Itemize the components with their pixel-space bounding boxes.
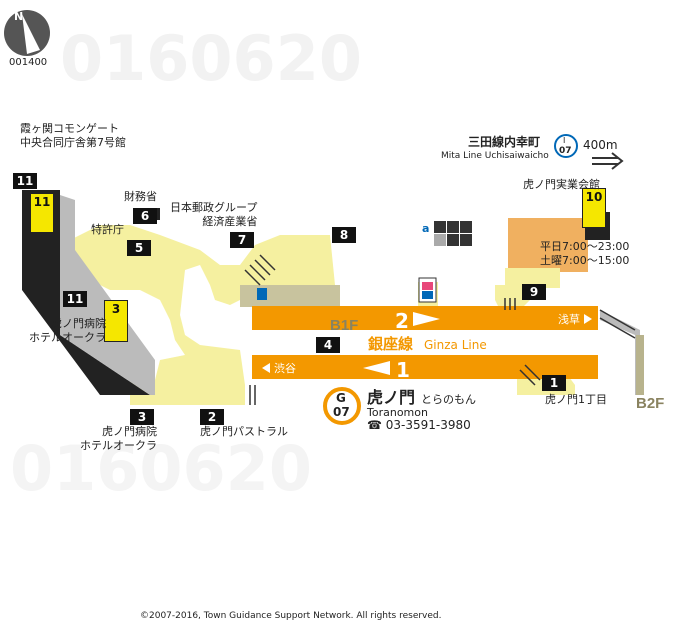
exit-11-elevator-icon: 11 <box>30 193 54 233</box>
exit-3: 3 <box>130 409 154 425</box>
exit-3-label: 虎ノ門病院 ホテルオークラ <box>80 425 157 452</box>
track-1-arrow-icon <box>363 361 390 375</box>
svg-text:G: G <box>336 391 346 405</box>
watermark-text-2: 0160620 <box>10 432 312 505</box>
b2-pillar <box>636 335 644 395</box>
transfer-name-en: Mita Line Uchisaiwaicho <box>441 151 549 161</box>
exit-3-elevator-label: 虎ノ門病院 ホテルオークラ <box>29 317 106 344</box>
exit-2-label: 虎ノ門パストラル <box>200 425 288 438</box>
floor-b2: B2F <box>636 395 664 412</box>
svg-text:I: I <box>563 136 565 145</box>
station-phone: ☎ 03-3591-3980 <box>367 418 471 432</box>
svg-text:a: a <box>422 222 429 235</box>
mita-code-icon: I 07 <box>554 134 578 158</box>
station-name-kana: とらのもん <box>421 393 476 406</box>
transfer-distance: 400m <box>583 138 618 152</box>
watermark-text: 0160620 <box>60 22 362 95</box>
stairs-hatch <box>244 254 636 405</box>
track-2-direction: 浅草 <box>558 313 580 326</box>
svg-text:N: N <box>14 10 23 23</box>
track-1-direction: 渋谷 <box>274 362 296 375</box>
track-1-number: 1 <box>396 358 410 382</box>
station-name-ja: 虎ノ門 <box>367 388 415 407</box>
exit-8: 8 <box>332 227 356 243</box>
line-name-en: Ginza Line <box>424 338 487 352</box>
exit-11-top: 11 <box>13 173 37 189</box>
exit-2: 2 <box>200 409 224 425</box>
exit-10-label: 虎ノ門実業会館 <box>523 178 600 191</box>
exit-1: 1 <box>542 375 566 391</box>
station-code-icon: G 07 <box>323 387 361 425</box>
transfer-name-ja: 三田線内幸町 <box>468 134 540 149</box>
copyright: ©2007-2016, Town Guidance Support Networ… <box>140 611 442 621</box>
track-2-dir-arrow-icon <box>584 314 592 324</box>
double-arrow-icon <box>592 152 624 170</box>
exit-6-label: 財務省 <box>124 190 157 203</box>
platform-mid <box>252 330 598 355</box>
track-1-dir-arrow-icon <box>262 363 270 373</box>
map-id: 001400 <box>9 57 48 68</box>
building-block-2 <box>505 268 560 288</box>
exit-7-label: 日本郵政グループ 経済産業省 <box>170 201 258 228</box>
compass-icon: N <box>4 10 50 56</box>
exit-9: 9 <box>522 284 546 300</box>
exit-5: 5 <box>127 240 151 256</box>
exit-4: 4 <box>316 337 340 353</box>
exit-5-label: 特許庁 <box>91 223 124 236</box>
exit-3-elevator-icon: 3 <box>104 300 128 342</box>
exit-11-bottom: 11 <box>63 291 87 307</box>
exit-7: 7 <box>230 232 254 248</box>
track-2-arrow-icon <box>413 312 440 326</box>
exit-11-label: 霞ヶ関コモンゲート 中央合同庁舎第7号館 <box>20 122 126 149</box>
line-name-ja: 銀座線 <box>368 335 413 353</box>
svg-text:07: 07 <box>559 146 572 156</box>
svg-text:07: 07 <box>333 405 350 419</box>
track-2-number: 2 <box>395 309 409 333</box>
exit-10-hours: 平日7:00～23:00 土曜7:00～15:00 <box>540 240 630 267</box>
accessibility-icons: a <box>422 221 472 246</box>
exit-10-elevator-icon: 10 <box>582 188 606 228</box>
elevator-icon <box>257 288 267 300</box>
restroom-icon <box>418 277 437 303</box>
floor-b1: B1F <box>330 317 358 334</box>
exit-6: 6 <box>133 208 157 224</box>
exit-1-label: 虎ノ門1丁目 <box>545 393 607 406</box>
building-block <box>508 218 588 272</box>
platform-track-1 <box>252 355 598 379</box>
station-name-en: Toranomon <box>366 406 428 419</box>
